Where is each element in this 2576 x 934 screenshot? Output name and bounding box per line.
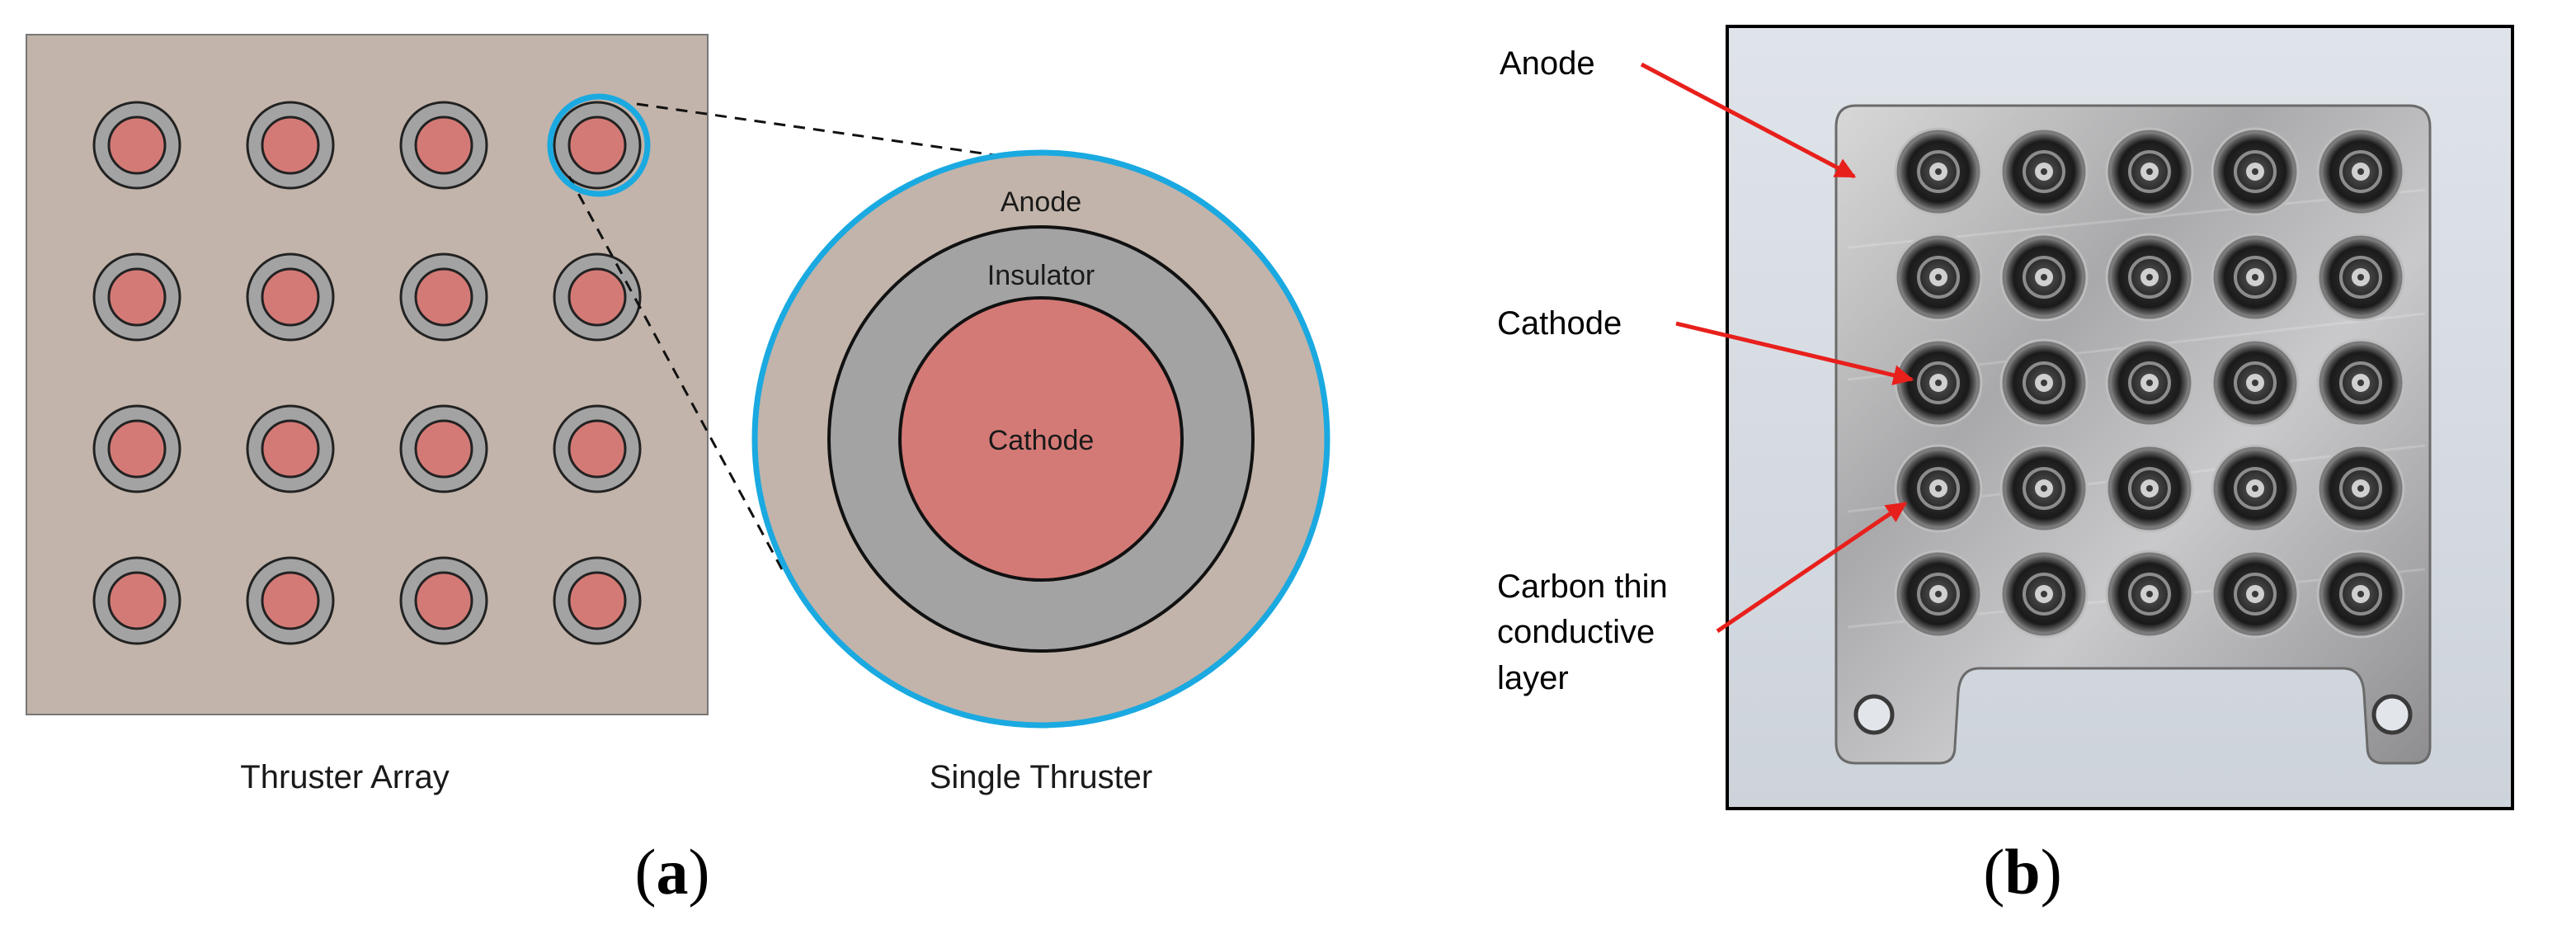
zoom-line-bottom [567,176,784,570]
highlighted-thruster-ring [547,93,651,197]
photo-thruster-hole [1999,233,2089,322]
array-thruster-cathode [107,116,167,175]
photo-carbon-label-line3: layer [1497,660,1569,696]
cathode-arrow [1675,321,1914,385]
array-thruster [399,556,488,645]
array-thruster [553,404,642,493]
photo-cathode-label: Cathode [1497,305,1622,342]
photo-thruster-hole [2105,127,2194,216]
photo-thruster-hole [1999,338,2089,427]
photo-thruster-hole [2316,127,2405,216]
photo-anode-label: Anode [1500,45,1595,82]
photo-thruster-hole [1894,233,1983,322]
array-thruster-cathode [567,267,627,327]
array-thruster [246,404,335,493]
single-cathode-label: Cathode [988,425,1095,456]
photo-hole-grid [1894,127,2405,639]
array-thruster [553,252,642,342]
photo-carbon-label-line2: conductive [1497,614,1655,650]
array-thruster-cathode [261,267,320,327]
panel-a-letter: (a) [635,836,710,908]
array-thruster-cathode [414,116,473,175]
array-thruster [553,101,642,190]
array-thruster-cathode [261,419,320,479]
photo-thruster-hole [1999,127,2089,216]
mounting-holes [1853,694,2413,735]
panel-b-letter: (b) [1983,836,2061,908]
mounting-hole-left [1853,694,1895,735]
single-caption: Single Thruster [930,759,1153,795]
photo-thruster-hole [2211,444,2300,533]
single-cathode [898,296,1184,582]
photo-thruster-hole [2105,444,2194,533]
photo-thruster-hole [2316,444,2405,533]
array-thruster [399,101,488,190]
panel-b: Anode Cathode Carbon thin conductive lay… [1497,25,2514,908]
photo-thruster-hole [2105,338,2194,427]
array-thruster [92,556,181,645]
panel-a: Anode Insulator Cathode Thruster Array S… [26,34,1330,908]
photo-thruster-hole [2211,233,2300,322]
array-thruster-cathode [567,419,627,479]
array-thruster [92,404,181,493]
array-thruster-cathode [414,571,473,630]
mounting-hole-right [2371,694,2413,735]
array-thruster [399,252,488,342]
photo-thruster-hole [1999,550,2089,639]
array-thruster-cathode [261,571,320,630]
array-thruster-cathode [107,419,167,479]
array-thruster-cathode [414,267,473,327]
photo-thruster-hole [2316,550,2405,639]
photo-thruster-hole [2211,338,2300,427]
single-insulator-label: Insulator [987,260,1095,291]
carbon-arrow [1716,501,1908,634]
single-thruster: Anode Insulator Cathode [751,149,1330,729]
array-thruster [553,556,642,645]
photo-carbon-label-line1: Carbon thin [1497,568,1668,605]
array-thruster-cathode [567,571,627,630]
photo-thruster-hole [2105,550,2194,639]
array-thruster [246,101,335,190]
array-thruster [92,101,181,190]
photo-thruster-hole [2211,127,2300,216]
array-thruster-cathode [567,116,627,175]
array-thruster-cathode [107,267,167,327]
photo-thruster-hole [1894,127,1983,216]
array-thruster [246,556,335,645]
photo-thruster-hole [2316,338,2405,427]
photo-thruster-hole [2316,233,2405,322]
array-thruster-cathode [261,116,320,175]
array-thruster-cathode [414,419,473,479]
thruster-array-grid [92,101,642,645]
array-thruster [92,252,181,342]
anode-arrow [1640,62,1857,179]
photo-thruster-hole [1894,550,1983,639]
photo-thruster-hole [2105,233,2194,322]
array-thruster-cathode [107,571,167,630]
array-thruster [246,252,335,342]
photo-thruster-hole [1999,444,2089,533]
array-thruster [399,404,488,493]
array-caption: Thruster Array [240,759,449,795]
single-anode-label: Anode [1001,186,1081,218]
photo-thruster-hole [2211,550,2300,639]
photo-thruster-hole [1894,338,1983,427]
zoom-line-top [636,102,1042,163]
photo-thruster-hole [1894,444,1983,533]
